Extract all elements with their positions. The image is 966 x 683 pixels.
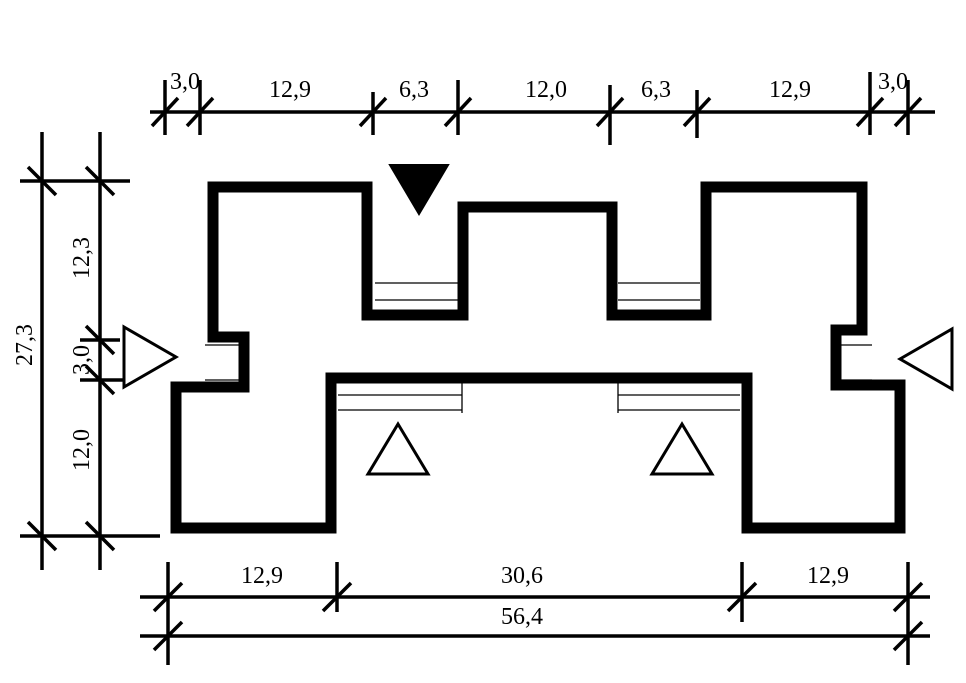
bottom-tick — [321, 581, 353, 613]
left-tick — [26, 165, 58, 197]
open-triangle-marker-up — [365, 421, 431, 476]
bottom-tick — [892, 581, 924, 613]
top-dim-label: 6,3 — [641, 77, 671, 103]
bottom-tick — [152, 581, 184, 613]
top-dim-label: 12,9 — [269, 77, 311, 103]
top-tick — [682, 96, 712, 128]
open-triangle-marker-right — [122, 324, 180, 390]
top-dim-label: 6,3 — [399, 77, 429, 103]
left-tick — [84, 364, 116, 396]
left-tick — [84, 520, 116, 552]
left-dimension-chain: 27,3 12,3 3,0 12,0 — [12, 132, 160, 570]
bottom-dim-label: 12,9 — [807, 563, 849, 589]
top-tick — [893, 96, 923, 128]
filled-triangle-marker — [388, 164, 450, 216]
bottom-tick — [892, 620, 924, 652]
top-tick — [855, 96, 885, 128]
open-triangle-marker-up — [649, 421, 715, 476]
top-tick — [358, 96, 388, 128]
open-triangle-marker-left — [896, 326, 954, 392]
bottom-dimension-chain: 12,9 30,6 12,9 56,4 — [140, 562, 930, 665]
sill-lines — [205, 282, 872, 413]
top-dim-label: 12,0 — [525, 77, 567, 103]
top-tick — [595, 96, 625, 128]
top-tick — [150, 96, 180, 128]
bottom-tick — [152, 620, 184, 652]
left-dim-label: 3,0 — [69, 345, 95, 375]
bottom-tick — [726, 581, 758, 613]
bottom-total-dim-label: 56,4 — [501, 604, 543, 630]
bottom-dim-label: 30,6 — [501, 563, 543, 589]
left-total-dim-label: 27,3 — [12, 324, 38, 366]
left-dim-label: 12,0 — [69, 429, 95, 471]
top-dim-label: 12,9 — [769, 77, 811, 103]
top-dim-label: 3,0 — [170, 69, 200, 95]
building-outline — [170, 181, 906, 534]
left-dim-label: 12,3 — [69, 237, 95, 279]
top-dimension-chain: 3,0 12,9 6,3 12,0 6,3 12,9 3,0 — [150, 69, 935, 145]
top-tick — [185, 96, 215, 128]
top-dim-label: 3,0 — [878, 69, 908, 95]
top-tick — [443, 96, 473, 128]
bottom-dim-label: 12,9 — [241, 563, 283, 589]
left-tick — [84, 165, 116, 197]
left-tick — [26, 520, 58, 552]
left-tick — [84, 324, 116, 356]
